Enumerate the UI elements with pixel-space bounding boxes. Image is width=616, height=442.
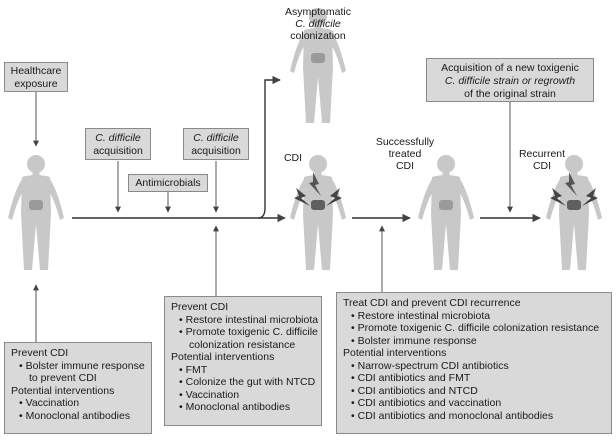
panel-subtitle: Potential interventions	[171, 351, 275, 363]
bullet-item: • Bolster immune response	[19, 359, 145, 372]
box-healthcare-exposure: Healthcare exposure	[4, 62, 68, 92]
box-new-strain: Acquisition of a new toxigenic C. diffic…	[426, 58, 594, 102]
bullet-item: • CDI antibiotics and vaccination	[351, 397, 502, 409]
bullet-item: • Bolster immune response	[351, 334, 477, 347]
lightning-icon	[309, 172, 321, 196]
bullet-item: • CDI antibiotics and FMT	[351, 372, 471, 384]
panel-title: Treat CDI and prevent CDI recurrence	[343, 297, 521, 309]
lightning-icon	[294, 188, 310, 206]
box-acquisition-2: C. difficile acquisition	[183, 128, 249, 160]
box-acquisition-1: C. difficile acquisition	[85, 128, 151, 160]
flow-arrow-to-colonization	[257, 75, 281, 219]
bullet-item: • Restore intestinal microbiota	[351, 309, 491, 322]
panel-title: Prevent CDI	[11, 347, 69, 359]
bullet-continuation: colonization resistance	[189, 338, 296, 351]
bullet-item: • Colonize the gut with NTCD	[179, 376, 316, 388]
bullet-item: • Narrow-spectrum CDI antibiotics	[351, 359, 509, 372]
lightning-icon	[326, 188, 342, 206]
gut-icon	[311, 53, 325, 63]
bullet-item: • CDI antibiotics and NTCD	[351, 384, 478, 397]
inflamed-gut-icon	[567, 200, 581, 210]
panel-subtitle: Potential interventions	[11, 384, 115, 397]
bullet-item: • FMT	[179, 363, 208, 376]
patient-figure-treated	[418, 155, 474, 270]
bullet-item: • Restore intestinal microbiota	[179, 313, 319, 326]
patient-figure-cdi	[290, 155, 346, 270]
inflamed-gut-icon	[311, 200, 325, 210]
patient-figure-recurrent	[546, 155, 602, 270]
bullet-item: • Vaccination	[19, 397, 80, 409]
patient-figure-exposure	[8, 155, 64, 270]
panel-treat-cdi-right: Treat CDI and prevent CDI recurrence • R…	[336, 292, 612, 434]
bullet-continuation: to prevent CDI	[29, 372, 97, 384]
panel-subtitle: Potential interventions	[343, 347, 447, 359]
bullet-item: • Monoclonal antibodies	[19, 409, 131, 422]
bullet-item: • Promote toxigenic C. difficile coloniz…	[351, 322, 600, 334]
label-asymptomatic: Asymptomatic C. difficile colonization	[285, 6, 351, 42]
box-antimicrobials: Antimicrobials	[128, 174, 208, 192]
label-cdi: CDI	[283, 152, 303, 164]
bullet-item: • CDI antibiotics and monoclonal antibod…	[351, 409, 554, 422]
bullet-item: • Vaccination	[179, 388, 240, 401]
lightning-icon	[582, 188, 598, 206]
gut-icon	[29, 200, 43, 210]
bullet-item: • Promote toxigenic C. difficile	[179, 326, 318, 338]
label-treated: Successfully treated CDI	[375, 136, 435, 172]
panel-title: Prevent CDI	[171, 301, 229, 313]
bullet-item: • Monoclonal antibodies	[179, 401, 291, 413]
lightning-icon	[550, 188, 566, 206]
label-recurrent: Recurrent CDI	[518, 148, 566, 172]
panel-prevent-cdi-left: Prevent CDI • Bolster immune response to…	[4, 342, 152, 434]
lightning-icon	[565, 172, 577, 196]
panel-prevent-cdi-mid: Prevent CDI • Restore intestinal microbi…	[164, 296, 322, 426]
gut-icon	[439, 200, 453, 210]
